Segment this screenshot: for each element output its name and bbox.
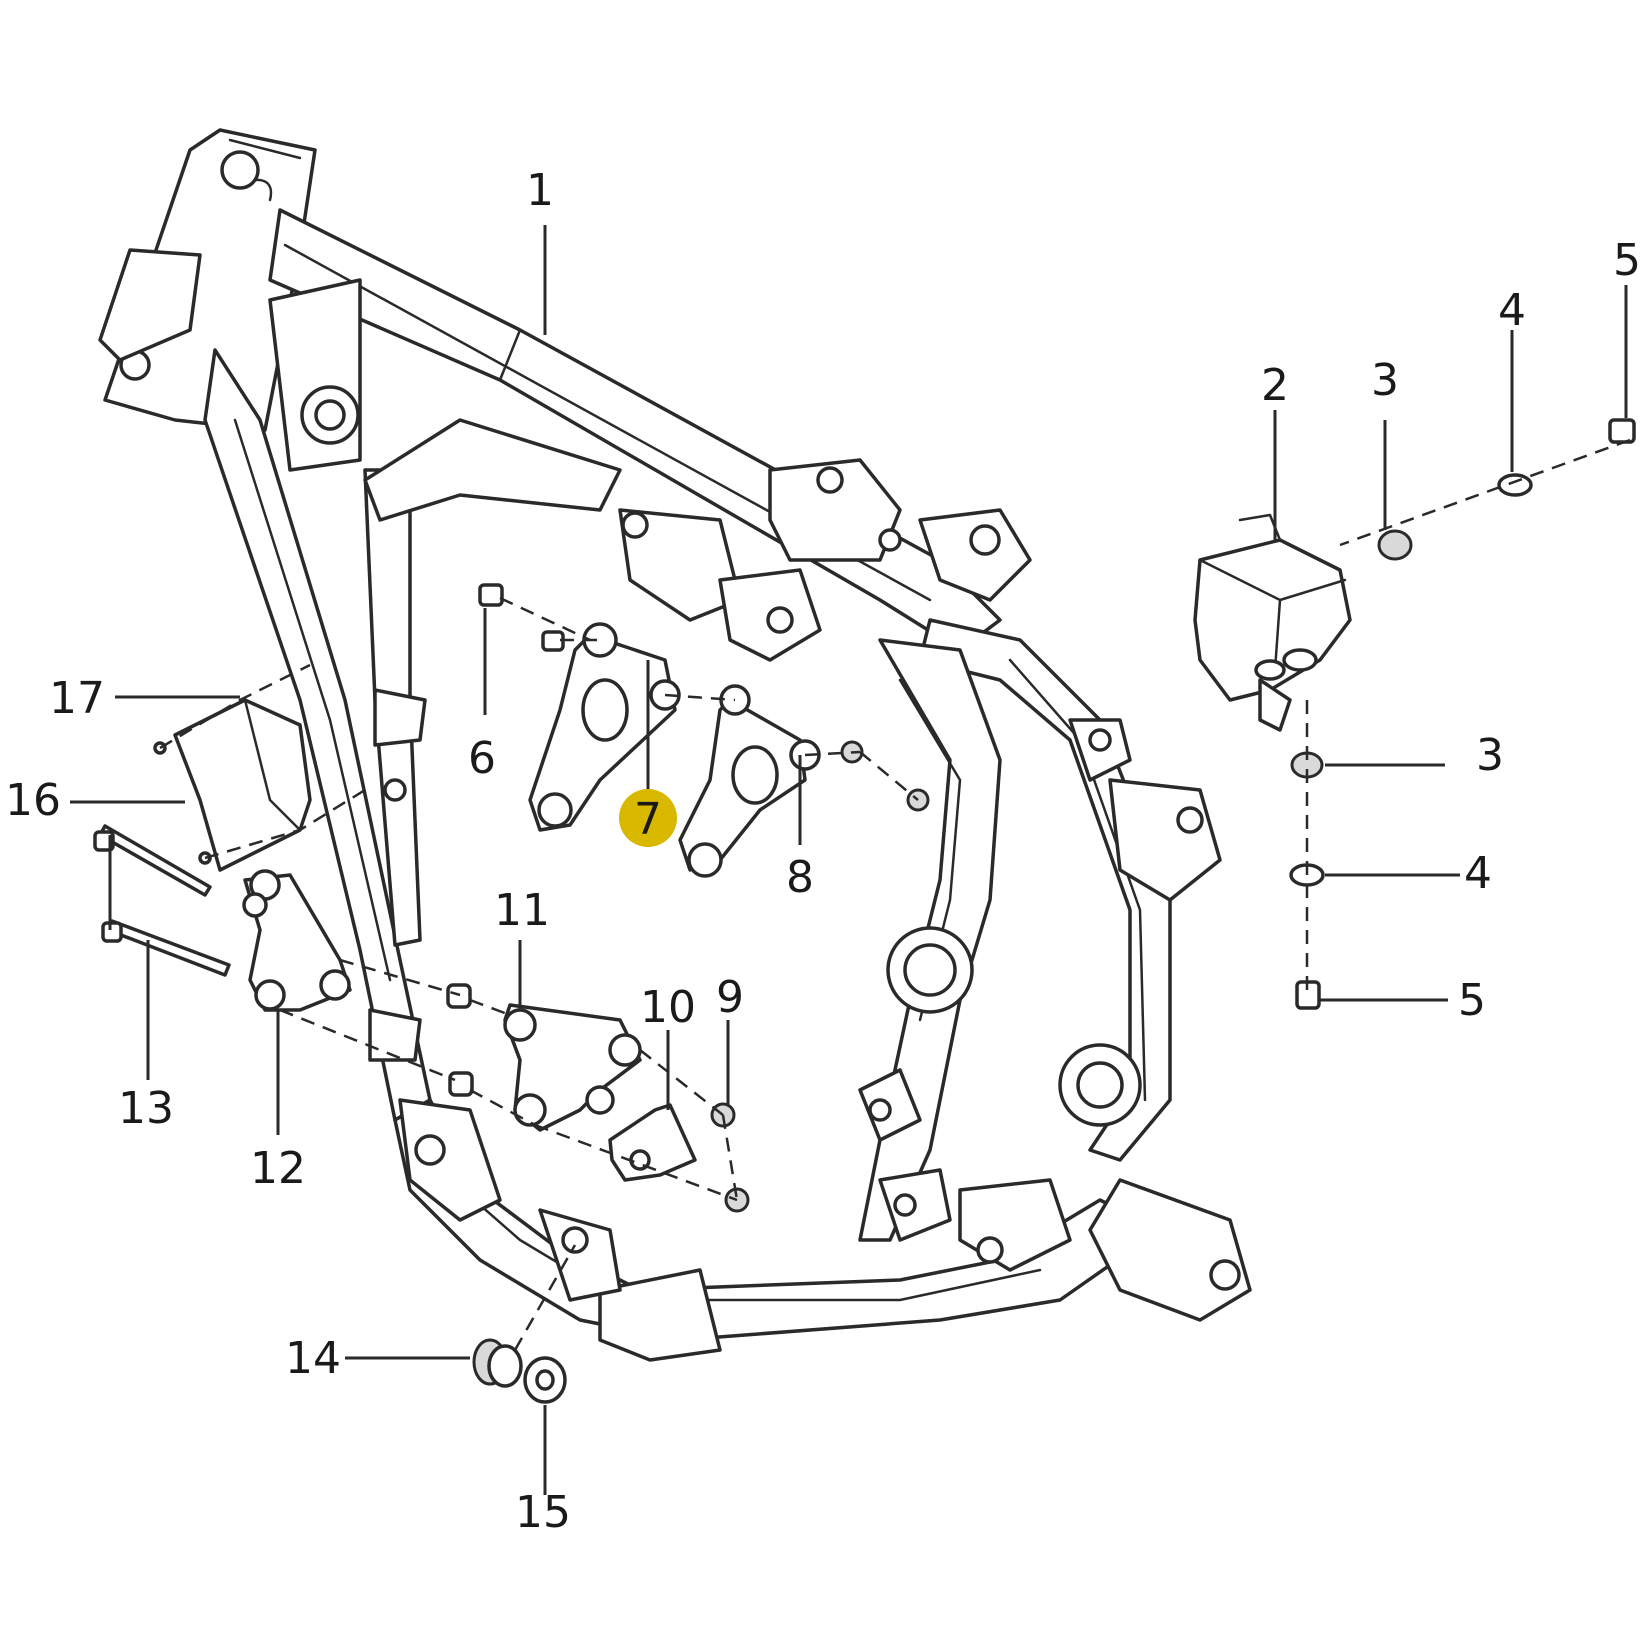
bushing-part-3-top <box>1377 529 1413 561</box>
bushing-part-14 <box>472 1338 523 1388</box>
callout-17: 17 <box>49 673 105 724</box>
engine-mount-part-11 <box>503 1003 642 1132</box>
callout-10: 10 <box>640 982 696 1033</box>
bolt-part-5-top <box>1608 418 1636 444</box>
callout-16: 16 <box>5 775 61 826</box>
engine-hanger-part-7 <box>528 622 681 832</box>
bracket-assembly-part-2 <box>1193 513 1352 732</box>
spacers-11 <box>446 983 474 1097</box>
heat-shield-part-16 <box>173 698 312 872</box>
callout-labels: 1 2 3 3 4 4 5 5 6 7 8 9 10 11 12 13 14 1… <box>5 165 1641 1538</box>
engine-mount-part-12 <box>242 869 352 1012</box>
callout-8: 8 <box>786 852 814 903</box>
callout-11: 11 <box>494 885 550 936</box>
bolts-part-13 <box>93 824 231 977</box>
callout-7: 7 <box>634 794 662 845</box>
callout-5-bottom: 5 <box>1458 975 1486 1026</box>
callout-2: 2 <box>1261 360 1289 411</box>
callout-12: 12 <box>250 1143 306 1194</box>
callout-leaders <box>70 225 1628 1495</box>
callout-13: 13 <box>118 1083 174 1134</box>
nuts-part-9 <box>710 1102 750 1213</box>
callout-7-highlight <box>619 789 677 847</box>
main-frame <box>98 128 1252 1362</box>
engine-hanger-part-8 <box>678 684 821 878</box>
callout-4-bottom: 4 <box>1464 848 1492 899</box>
callout-4-top: 4 <box>1498 285 1526 336</box>
callout-3-bottom: 3 <box>1476 730 1504 781</box>
callout-6: 6 <box>468 733 496 784</box>
washer-part-15 <box>523 1356 567 1404</box>
callout-15: 15 <box>515 1487 571 1538</box>
callout-14: 14 <box>285 1333 341 1384</box>
washer-part-4-top <box>1497 473 1533 497</box>
callout-9: 9 <box>716 972 744 1023</box>
callout-5-top: 5 <box>1613 235 1641 286</box>
callout-3-top: 3 <box>1371 355 1399 406</box>
callout-1: 1 <box>526 165 554 216</box>
bolt-part-6 <box>478 583 565 652</box>
